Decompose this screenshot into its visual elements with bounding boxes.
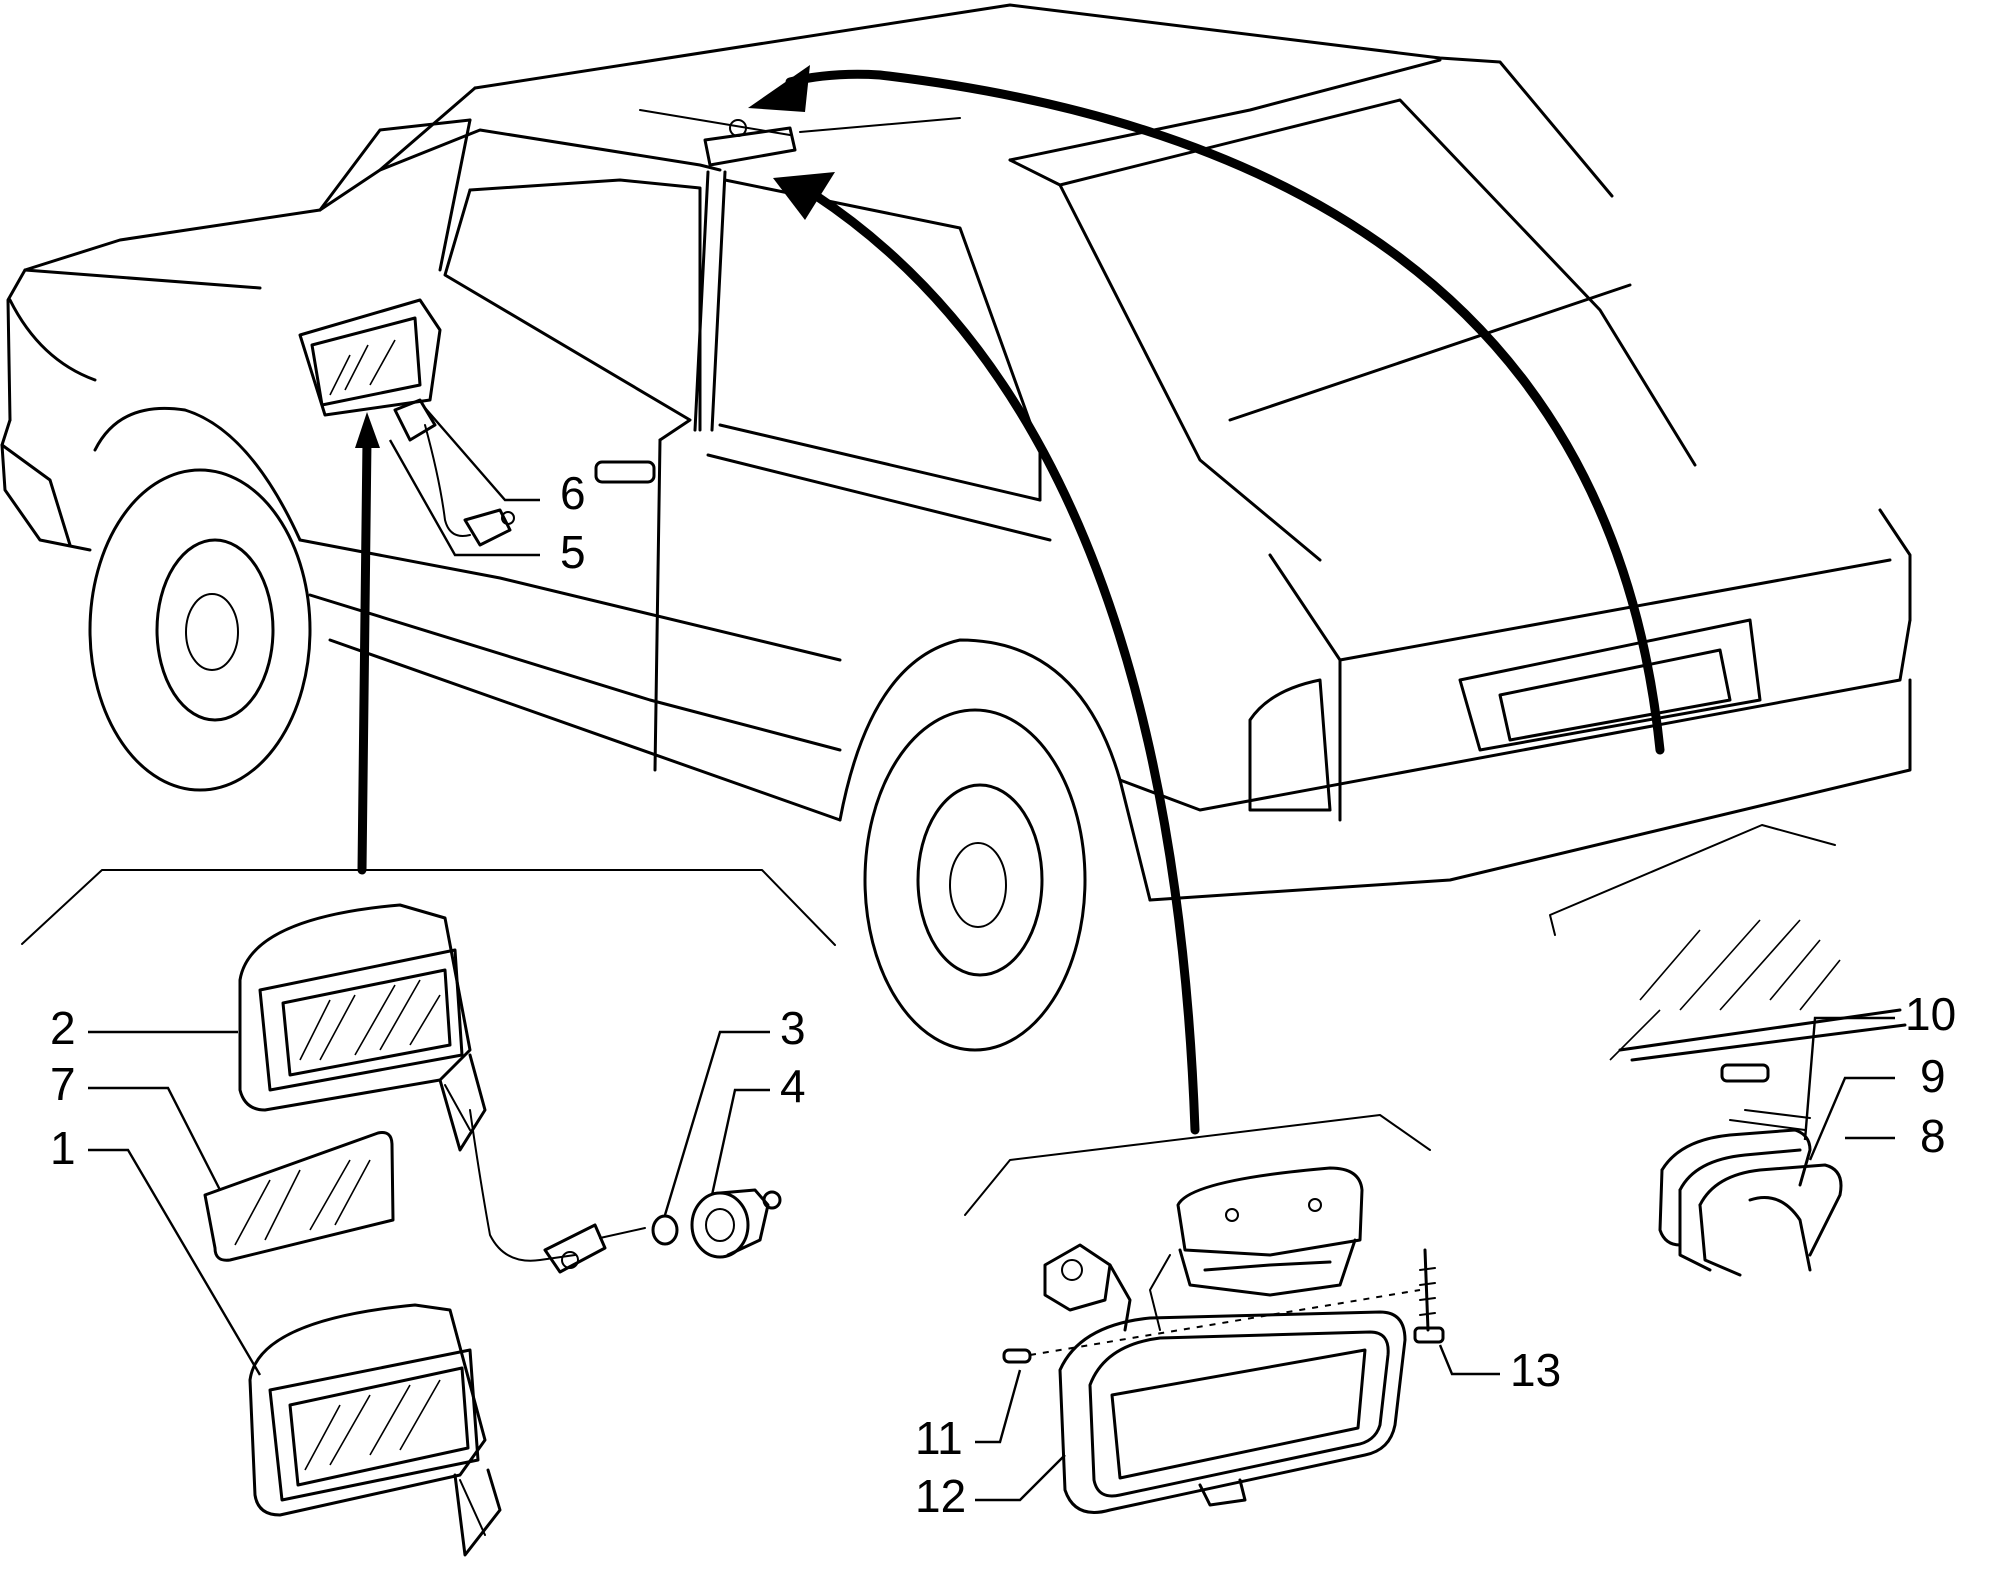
callout-4: 4 [780,1060,806,1112]
assembly-arrows [355,65,1665,1135]
callout-10: 10 [1905,988,1956,1040]
callout-6: 6 [560,467,586,519]
callout-8: 8 [1920,1110,1946,1162]
callout-2: 2 [50,1002,76,1054]
door-mirror-2 [238,903,487,1152]
car-illustration [0,3,1912,1052]
roof-lamp-detail [1549,824,1907,1277]
callout-11: 11 [915,1412,963,1464]
door-mirror-exploded-view [21,869,836,1557]
callout-12: 12 [915,1470,966,1522]
callout-labels: 1 2 3 4 5 6 7 8 9 10 11 12 13 [50,467,1956,1522]
callout-leaders [88,407,1895,1502]
door-mirror-1 [248,1303,502,1557]
callout-3: 3 [780,1002,806,1054]
callout-5: 5 [560,526,586,578]
callout-1: 1 [50,1122,76,1174]
mirror-glass-7 [203,1131,395,1262]
mirror-adjuster-cable [469,1109,782,1274]
interior-mirror-exploded-view [964,1114,1445,1514]
callout-7: 7 [50,1058,76,1110]
callout-13: 13 [1510,1344,1561,1396]
callout-9: 9 [1920,1050,1946,1102]
